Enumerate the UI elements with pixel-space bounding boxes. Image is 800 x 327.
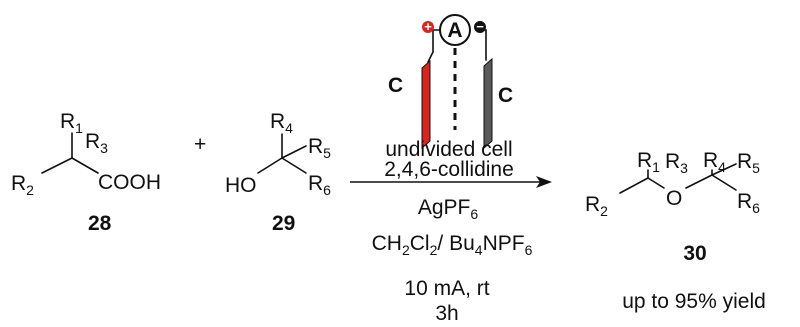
ether-oxygen: O bbox=[666, 187, 682, 210]
bond-o-c2 bbox=[685, 174, 713, 189]
condition-cell-type: undivided cell bbox=[385, 138, 512, 161]
compound-number-28: 28 bbox=[88, 212, 112, 235]
reaction-conditions: undivided cell 2,4,6-collidine AgPF6 CH2… bbox=[372, 138, 533, 325]
bond-c1-o bbox=[647, 177, 665, 189]
bond-c-cooh bbox=[71, 157, 99, 174]
left-electrode-label: C bbox=[388, 74, 403, 97]
bond-c-r6 bbox=[281, 157, 307, 174]
compound-number-30: 30 bbox=[683, 242, 706, 265]
substituent-r4: R4 bbox=[270, 110, 293, 136]
minus-terminal-icon bbox=[474, 21, 486, 33]
plus-terminal-sign: + bbox=[424, 19, 432, 34]
substituent-r3: R3 bbox=[85, 130, 108, 156]
substituent-r1: R1 bbox=[60, 110, 83, 136]
substituent-r1: R1 bbox=[637, 149, 660, 175]
arrow-head-icon bbox=[536, 176, 552, 188]
substituent-r3: R3 bbox=[665, 150, 688, 176]
condition-time: 3h bbox=[435, 302, 458, 325]
compound-29: R4 R5 R6 HO 29 bbox=[225, 110, 331, 235]
condition-additive: AgPF6 bbox=[418, 196, 479, 222]
compound-number-29: 29 bbox=[272, 212, 295, 235]
ammeter-icon bbox=[439, 14, 471, 46]
yield-note: up to 95% yield bbox=[622, 290, 766, 313]
plus-terminal-icon bbox=[422, 21, 434, 33]
carboxyl-group: COOH bbox=[98, 171, 161, 194]
cathode-electrode bbox=[483, 57, 493, 150]
condition-base: 2,4,6-collidine bbox=[384, 158, 514, 181]
bond-c1-r2 bbox=[619, 177, 649, 194]
substituent-r4: R4 bbox=[703, 149, 726, 175]
bond-c2-r5 bbox=[711, 163, 737, 176]
minus-terminal-sign: − bbox=[476, 19, 484, 34]
compound-30: R1 R3 R4 R5 R2 O R6 30 bbox=[585, 149, 760, 265]
bond-c-oh bbox=[257, 157, 283, 174]
anode-electrode bbox=[421, 59, 431, 150]
substituent-r6: R6 bbox=[737, 190, 760, 216]
right-electrode-label: C bbox=[498, 84, 513, 107]
substituent-r5: R5 bbox=[737, 150, 760, 176]
cathode-wire bbox=[476, 29, 487, 61]
substituent-r5: R5 bbox=[308, 135, 331, 161]
bond-c2-r6 bbox=[711, 174, 737, 191]
condition-current-temp: 10 mA, rt bbox=[404, 277, 489, 300]
compound-28: R1 R3 R2 COOH 28 bbox=[11, 110, 161, 235]
condition-solvent-electrolyte: CH2Cl2/ Bu4NPF6 bbox=[372, 232, 533, 258]
hydroxyl-group: HO bbox=[225, 174, 257, 197]
anode-wire bbox=[427, 29, 434, 63]
electrochemical-cell: A + − C C bbox=[388, 14, 513, 150]
bond-c-r5 bbox=[281, 145, 307, 159]
ammeter-label: A bbox=[447, 19, 462, 42]
plus-sign: + bbox=[194, 133, 206, 156]
substituent-r2: R2 bbox=[585, 193, 608, 219]
substituent-r6: R6 bbox=[308, 172, 331, 198]
substituent-r2: R2 bbox=[11, 172, 34, 198]
reaction-arrow bbox=[350, 176, 552, 188]
bond-c-r2 bbox=[41, 157, 73, 174]
